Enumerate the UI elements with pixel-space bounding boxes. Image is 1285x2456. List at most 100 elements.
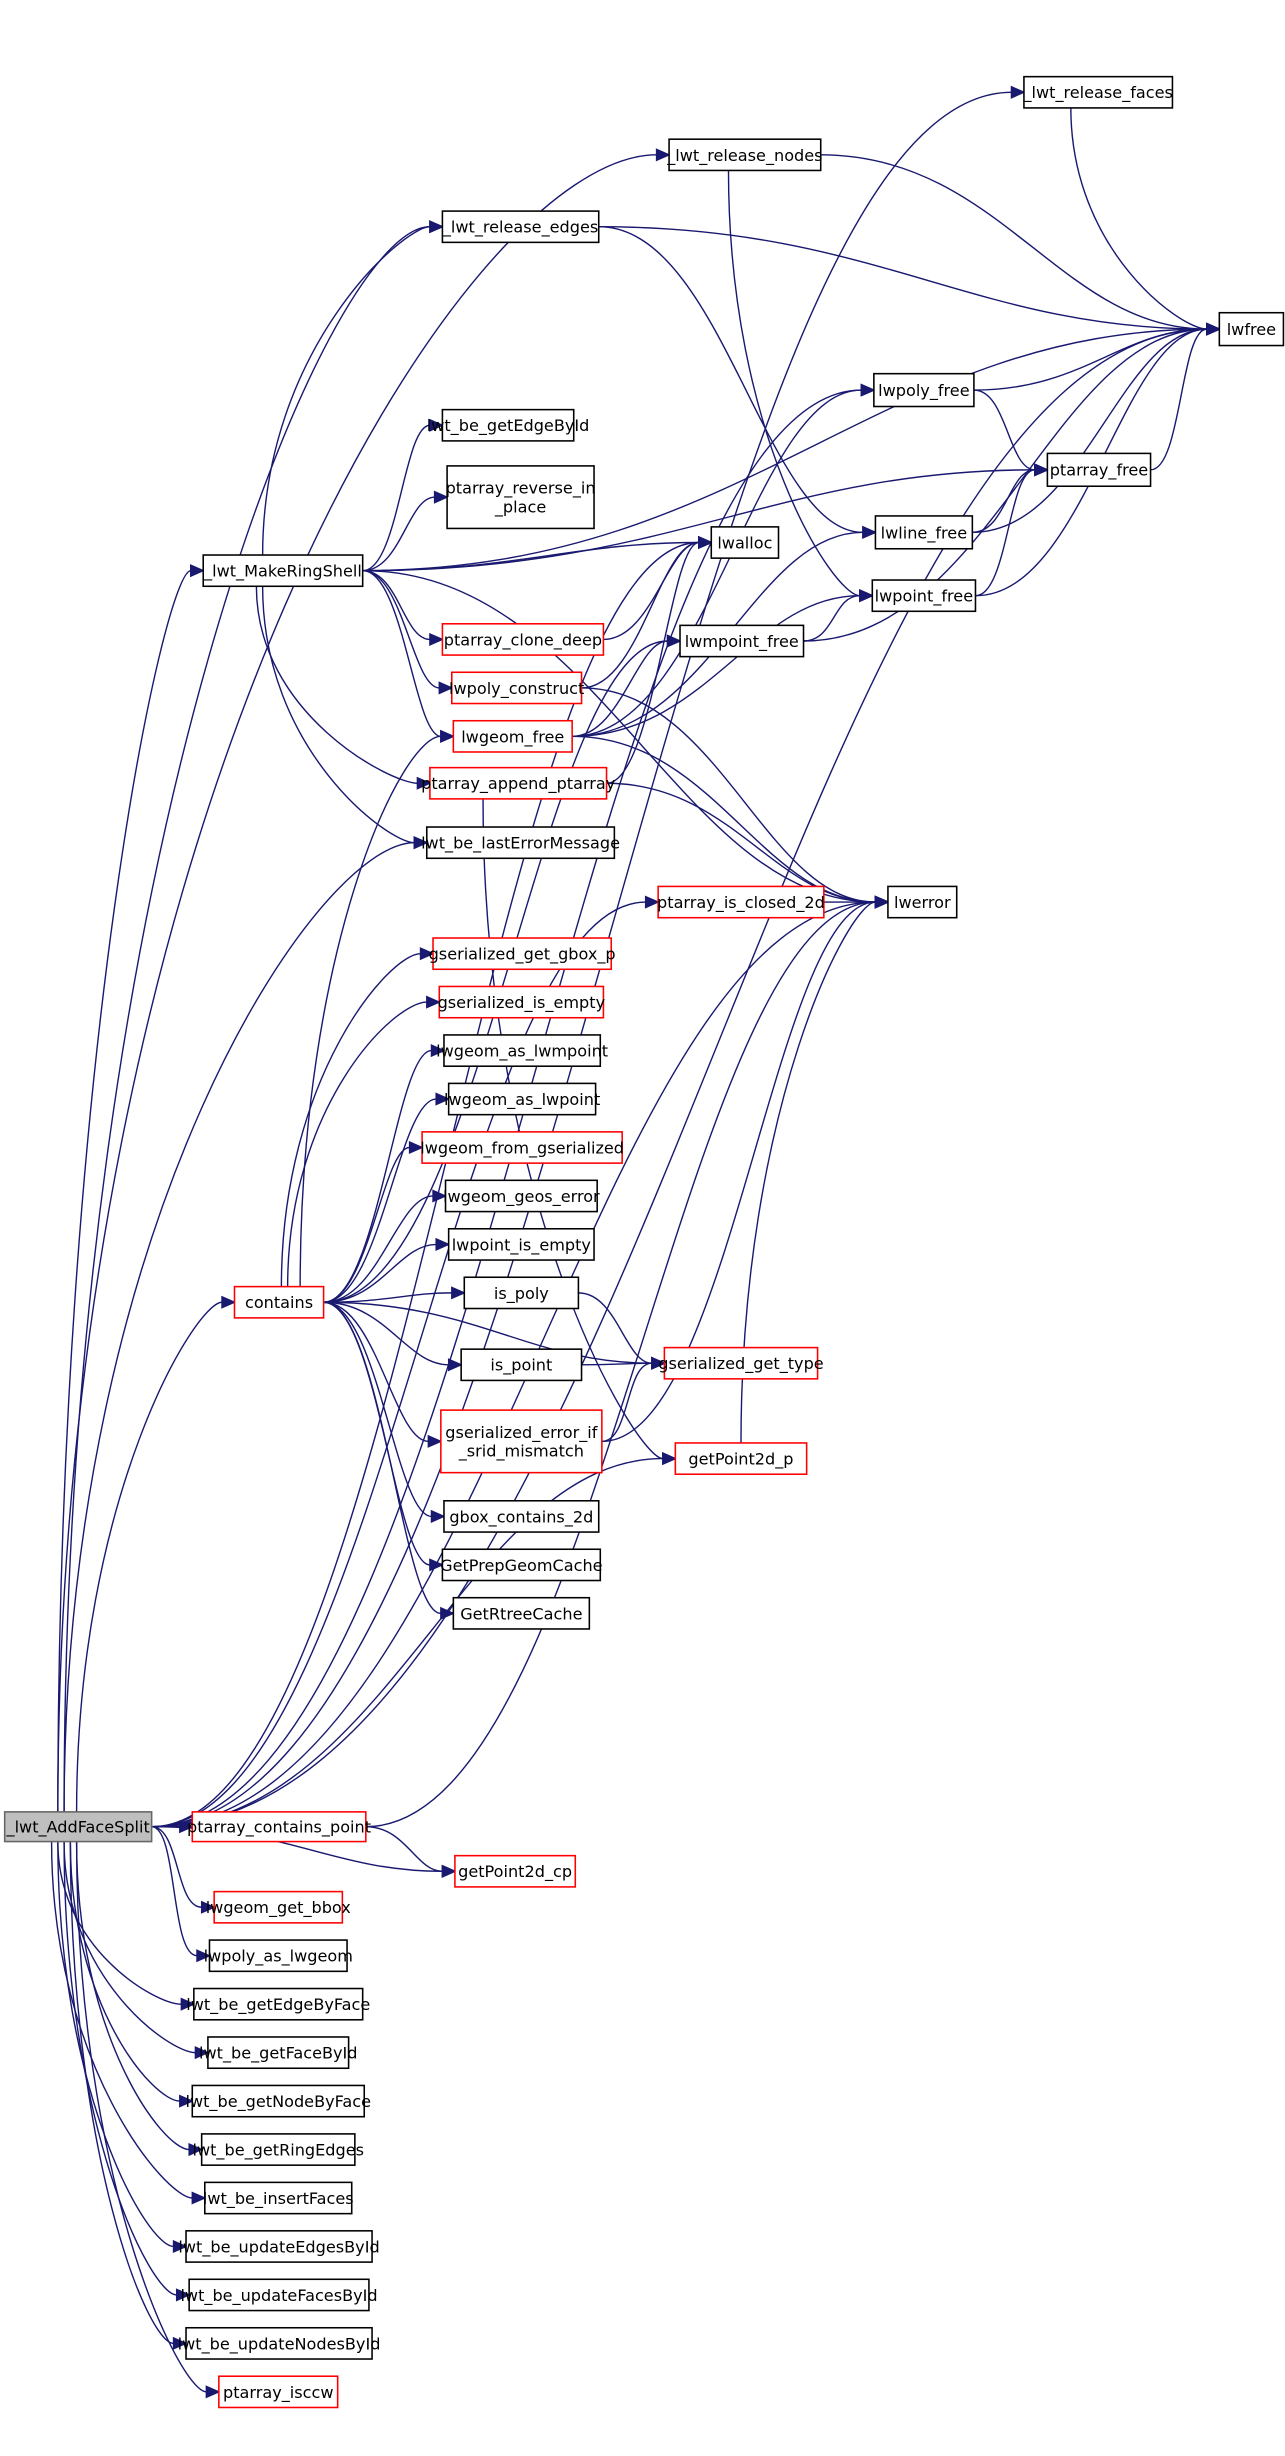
node-box [446,465,595,530]
edge-lwpoint_free-to-ptarray_free [975,463,1050,597]
node-getNodeByFace[interactable]: lwt_be_getNodeByFace [185,2084,371,2118]
edge-release_faces-to-lwfree [1070,107,1222,336]
node-label: _place [494,497,546,517]
node-get_gbox[interactable]: gserialized_get_gbox_p [429,937,616,971]
node-prepgeom[interactable]: GetPrepGeomCache [440,1548,603,1582]
edge-line [572,389,862,738]
node-label: lwpoint_is_empty [452,1235,592,1255]
arrowhead-icon [698,535,714,550]
edge-root-to-getEdgeByFace [57,1841,196,2011]
node-from_gser[interactable]: lwgeom_from_gserialized [420,1131,624,1164]
edge-root-to-makering [57,564,205,1812]
node-srid[interactable]: gserialized_error_if_srid_mismatch [440,1409,603,1474]
node-lwgeom_free[interactable]: lwgeom_free [452,719,573,753]
arrowhead-icon [205,2385,221,2399]
node-label: lwt_be_getRingEdges [192,2140,364,2160]
node-as_lwpoint[interactable]: lwgeom_as_lwpoint [444,1082,600,1116]
edge-line [598,226,863,534]
node-lwerror[interactable]: lwerror [887,885,958,919]
node-clone_deep[interactable]: ptarray_clone_deep [441,623,605,656]
edge-root-to-insertFaces [50,1841,207,2205]
arrowhead-icon [427,1434,443,1448]
node-get_type[interactable]: gserialized_get_type [658,1346,824,1380]
node-append[interactable]: ptarray_append_ptarray [421,766,616,800]
node-ptarray_free[interactable]: ptarray_free [1046,452,1152,488]
arrowhead-icon [196,1949,212,1963]
node-lwpoint_free[interactable]: lwpoint_free [871,579,977,613]
edge-contains-to-is_point [323,1301,463,1372]
node-release_faces[interactable]: _lwt_release_faces [1022,75,1174,109]
node-release_edges[interactable]: _lwt_release_edges [441,210,600,244]
node-getPoint2d_cp[interactable]: getPoint2d_cp [454,1854,577,1888]
edge-line [57,1841,182,2005]
node-label: GetPrepGeomCache [440,1556,603,1575]
node-is_poly[interactable]: is_poly [463,1276,580,1310]
node-box [873,372,975,408]
edge-lwpoly_construct-to-lwalloc [581,535,714,689]
arrowhead-icon [413,836,429,850]
node-lastError[interactable]: lwt_be_lastErrorMessage [421,826,620,860]
node-updNodes[interactable]: lwt_be_updateNodesById [178,2326,381,2360]
edge-line [261,226,430,556]
node-updFaces[interactable]: lwt_be_updateFacesById [180,2278,378,2312]
node-lwpoly_construct[interactable]: lwpoly_construct [449,671,584,705]
node-box [679,624,805,658]
node-poly_as_lwgeom[interactable]: lwpoly_as_lwgeom [204,1939,353,1973]
edge-clone_deep-to-lwalloc [603,535,714,641]
node-reverse[interactable]: ptarray_reverse_in_place [446,465,596,530]
node-insertFaces[interactable]: lwt_be_insertFaces [203,2181,354,2215]
arrowhead-icon [430,1509,446,1523]
node-getRingEdges[interactable]: lwt_be_getRingEdges [192,2133,364,2166]
arrowhead-icon [1010,85,1026,99]
arrowhead-icon [435,1237,451,1251]
node-geos_error[interactable]: lwgeom_geos_error [443,1179,600,1213]
node-rtree[interactable]: GetRtreeCache [452,1596,591,1630]
node-updEdges[interactable]: lwt_be_updateEdgesById [178,2230,380,2263]
node-box [668,138,822,172]
node-pt_is_empty[interactable]: lwpoint_is_empty [447,1227,595,1261]
edge-line [323,1195,434,1303]
node-getPoint2d_p[interactable]: getPoint2d_p [674,1442,808,1475]
node-lwfree[interactable]: lwfree [1218,311,1285,347]
arrowhead-icon [416,776,432,790]
node-is_empty[interactable]: gserialized_is_empty [438,985,606,1019]
node-getFaceById[interactable]: lwt_be_getFaceById [199,2036,358,2070]
node-label: gserialized_error_if [445,1423,597,1443]
node-gbox_contains[interactable]: gbox_contains_2d [443,1500,600,1533]
node-is_closed[interactable]: ptarray_is_closed_2d [657,885,825,919]
arrowhead-icon [862,525,878,539]
node-contains[interactable]: contains [233,1285,325,1319]
node-getEdgeById[interactable]: lwt_be_getEdgeById [427,408,590,442]
arrowhead-icon [451,1286,467,1300]
node-as_lwmpoint[interactable]: lwgeom_as_lwmpoint [436,1034,608,1067]
node-get_bbox[interactable]: lwgeom_get_bbox [206,1890,351,1924]
edge-contains_point-to-getPoint2d_cp [365,1826,457,1878]
arrowhead-icon [419,947,435,961]
edge-line [820,154,1207,330]
edge-lwpoly_free-to-lwfree [973,322,1222,391]
node-lwline_free[interactable]: lwline_free [874,515,974,550]
edge-root-to-release_edges [63,220,445,1812]
node-box [202,554,364,588]
edge-contains-to-rtree [323,1301,456,1620]
node-lwpoly_free[interactable]: lwpoly_free [873,372,975,408]
node-getEdgeByFace[interactable]: lwt_be_getEdgeByFace [186,1987,370,2021]
node-lwmpoint_free[interactable]: lwmpoint_free [679,624,805,658]
arrowhead-icon [172,2239,188,2254]
edge-contains-to-from_gser [323,1140,424,1303]
node-label: lwt_be_updateFacesById [180,2286,377,2306]
node-box [1023,75,1174,109]
node-lwalloc[interactable]: lwalloc [710,526,780,559]
arrowhead-icon [440,1606,456,1620]
node-label: _lwt_release_nodes [666,146,822,166]
node-makering[interactable]: _lwt_MakeRingShell [202,554,364,588]
node-isccw[interactable]: ptarray_isccw [218,2375,339,2409]
edge-line [362,569,440,689]
node-release_nodes[interactable]: _lwt_release_nodes [666,138,823,172]
node-contains_point[interactable]: ptarray_contains_point [187,1811,371,1843]
node-is_point[interactable]: is_point [460,1348,583,1382]
arrowhead-icon [408,1140,424,1155]
edge-line [75,1841,207,2393]
node-root[interactable]: _lwt_AddFaceSplit [3,1811,153,1843]
arrowhead-icon [429,220,445,234]
